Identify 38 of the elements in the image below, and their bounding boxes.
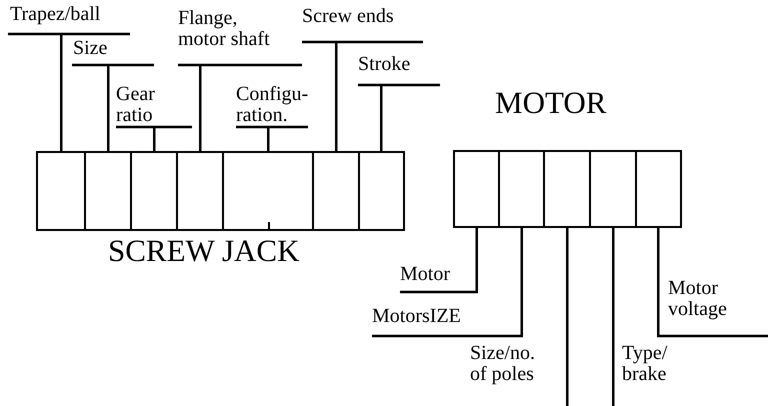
field-label: Flange, motor shaft <box>178 8 302 65</box>
field-label: Screw ends <box>302 6 423 42</box>
leader-line <box>566 228 568 406</box>
field-label: Trapez/ball <box>8 4 130 34</box>
leader-line <box>6 32 132 152</box>
leader-line <box>372 228 523 338</box>
leader-line <box>300 40 424 152</box>
code-cell <box>130 151 178 231</box>
field-label: Motor <box>400 264 477 292</box>
field-label: Stroke <box>358 54 440 85</box>
code-cell <box>36 151 86 231</box>
code-cell <box>84 151 132 231</box>
leader-line <box>400 228 478 294</box>
field-label: Type/ brake <box>612 343 692 406</box>
code-cell <box>358 151 404 231</box>
code-cell <box>635 150 682 228</box>
field-label: MotorsIZE <box>372 306 521 336</box>
code-cell <box>589 150 638 228</box>
leader-line <box>356 84 442 152</box>
group-title: MOTOR <box>495 85 606 121</box>
field-label: Size/no. of poles <box>468 343 566 406</box>
field-label: Gear ratio <box>116 84 192 127</box>
leader-line <box>234 126 310 152</box>
group-title: SCREW JACK <box>108 233 300 269</box>
leader-line <box>70 64 156 152</box>
code-cell <box>222 151 314 231</box>
code-cell <box>312 151 360 231</box>
leader-line <box>176 64 304 152</box>
code-cell <box>543 150 592 228</box>
field-label: Size <box>72 38 154 65</box>
code-cell <box>453 150 500 228</box>
field-label: Motor voltage <box>655 278 768 336</box>
code-cell <box>498 150 546 228</box>
leader-line <box>114 126 194 152</box>
leader-line <box>657 228 768 338</box>
leader-line <box>612 228 614 406</box>
code-cell <box>176 151 224 231</box>
field-label: Configu- ration. <box>236 84 308 127</box>
